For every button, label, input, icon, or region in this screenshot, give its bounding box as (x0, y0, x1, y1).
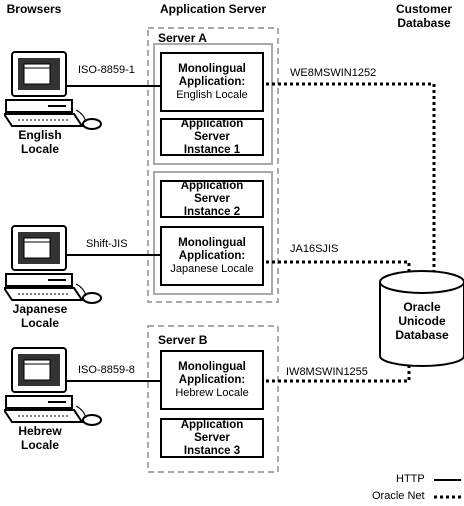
computer-icon-english (4, 51, 102, 130)
app-server-instance-3: Application Server Instance 3 (160, 418, 264, 458)
instance2-line2: Instance 2 (183, 205, 241, 218)
instance1-line1: Application Server (180, 117, 244, 143)
locale-hebrew-line2: Locale (20, 438, 59, 452)
mono-english-line1: Monolingual (178, 62, 246, 75)
server-a-title: Server A (158, 31, 207, 45)
net-label-hebrew: IW8MSWIN1255 (286, 366, 368, 379)
mono-hebrew-line3: Hebrew Locale (175, 386, 249, 399)
app-server-instance-2: Application Server Instance 2 (160, 180, 264, 218)
net-line-english (266, 82, 436, 288)
http-label-hebrew: ISO-8859-8 (78, 364, 135, 377)
mono-hebrew-line2: Application: (178, 373, 246, 386)
locale-english-line2: Locale (20, 142, 59, 156)
database-line2: Unicode (398, 314, 446, 328)
database-line3: Database (395, 328, 449, 342)
computer-icon-hebrew (4, 347, 102, 426)
database-line1: Oracle (403, 300, 441, 314)
header-browsers: Browsers (6, 2, 62, 16)
header-customer-line2: Database (397, 16, 451, 30)
app-server-instance-1: Application Server Instance 1 (160, 118, 264, 156)
instance3-line1: Application Server (180, 418, 244, 444)
database-cylinder (379, 270, 464, 367)
http-label-japanese: Shift-JIS (86, 238, 128, 251)
locale-japanese-line2: Locale (20, 316, 59, 330)
locale-hebrew-line1: Hebrew (18, 424, 62, 438)
mono-english-line2: Application: (178, 75, 246, 88)
net-line-hebrew (266, 366, 411, 383)
locale-english-line1: English (18, 128, 62, 142)
instance-group-2 (153, 171, 273, 295)
mono-japanese-line3: Japanese Locale (170, 262, 254, 275)
computer-icon-japanese (4, 225, 102, 304)
mono-english-line3: English Locale (176, 88, 248, 101)
instance-group-1 (153, 43, 273, 165)
net-label-english: WE8MSWIN1252 (290, 67, 377, 80)
locale-label-english: English Locale (10, 128, 70, 156)
database-label: Oracle Unicode Database (384, 300, 460, 342)
server-b-container (147, 325, 279, 473)
monolingual-app-english: Monolingual Application: English Locale (160, 52, 264, 112)
monolingual-app-hebrew: Monolingual Application: Hebrew Locale (160, 350, 264, 410)
legend-oracle-net-label: Oracle Net (372, 490, 425, 502)
header-application-server: Application Server (159, 2, 267, 16)
instance3-line2: Instance 3 (183, 444, 241, 457)
mono-japanese-line2: Application: (178, 249, 246, 262)
net-label-japanese: JA16SJIS (290, 243, 339, 256)
http-label-english: ISO-8859-1 (78, 64, 135, 77)
mono-japanese-line1: Monolingual (178, 236, 246, 249)
mono-hebrew-line1: Monolingual (178, 360, 246, 373)
server-b-title: Server B (158, 333, 208, 347)
monolingual-app-japanese: Monolingual Application: Japanese Locale (160, 226, 264, 286)
locale-japanese-line1: Japanese (12, 302, 68, 316)
locale-label-japanese: Japanese Locale (10, 302, 70, 330)
header-customer-database: Customer Database (384, 2, 464, 30)
header-customer-line1: Customer (395, 2, 452, 16)
instance1-line2: Instance 1 (183, 143, 241, 156)
server-a-container (147, 27, 279, 303)
locale-label-hebrew: Hebrew Locale (10, 424, 70, 452)
instance2-line1: Application Server (180, 179, 244, 205)
net-line-japanese (266, 260, 411, 272)
legend-http-label: HTTP (396, 473, 425, 485)
